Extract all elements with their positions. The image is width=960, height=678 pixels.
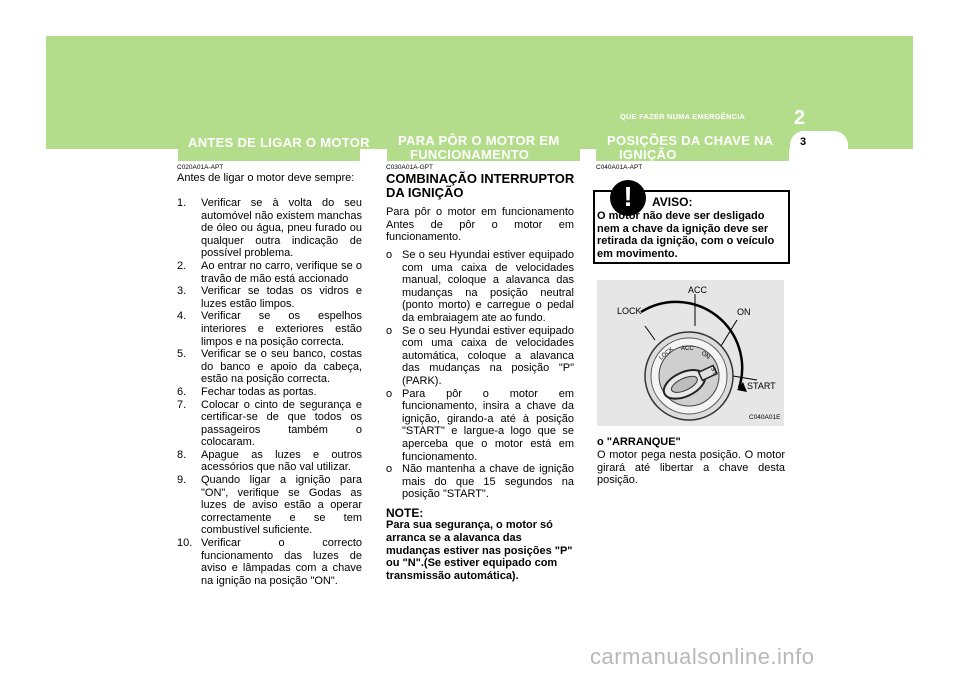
checklist-item: 4. Verificar se os espelhos interiores e … — [177, 310, 362, 348]
figure-code: C040A01E — [749, 414, 781, 421]
checklist-item: 1. Verificar se à volta do seu automóvel … — [177, 197, 362, 260]
label-start: START — [747, 381, 776, 391]
instruction-text: Se o seu Hyundai estiver equipado com um… — [402, 324, 574, 387]
instruction-item: o Não mantenha a chave de ignição mais do… — [386, 463, 574, 501]
watermark: carmanualsonline.info — [590, 644, 815, 669]
checklist-text: Verificar o correcto funcionamento das l… — [201, 537, 362, 587]
checklist-number: 7. — [177, 398, 187, 411]
checklist-item: 2. Ao entrar no carro, verifique se o tra… — [177, 260, 362, 285]
tab-start-engine-title: PARA PÔR O MOTOR EM FUNCIONAMENTO — [398, 133, 560, 162]
instruction-item: o Se o seu Hyundai estiver equipado com u… — [386, 325, 574, 388]
bullet-marker: o — [386, 463, 393, 476]
checklist-number: 5. — [177, 348, 187, 361]
page-number-tab — [790, 131, 848, 161]
checklist-text: Verificar se os espelhos interiores e ex… — [201, 310, 362, 348]
checklist-number: 9. — [177, 474, 187, 487]
checklist-text: Ao entrar no carro, verifique se o travã… — [201, 259, 362, 285]
tab-before-start-title: ANTES DE LIGAR O MOTOR — [188, 135, 370, 150]
warning-text: O motor não deve ser desligado nem a cha… — [597, 210, 775, 260]
checklist-item: 8. Apague as luzes e outros acessórios qu… — [177, 449, 362, 474]
warning-icon: ! — [610, 180, 646, 216]
bullet-marker: o — [386, 324, 393, 337]
checklist-number: 6. — [177, 385, 187, 398]
start-instructions: o Se o seu Hyundai estiver equipado com u… — [386, 249, 574, 582]
checklist-item: 9. Quando ligar a ignição para "ON", veri… — [177, 474, 362, 537]
checklist-item: 6. Fechar todas as portas. — [177, 386, 362, 399]
ignition-heading: COMBINAÇÃO INTERRUPTOR DA IGNIÇÃO — [386, 171, 575, 200]
checklist-item: 5. Verificar se o seu banco, costas do ba… — [177, 348, 362, 386]
checklist-text: Fechar todas as portas. — [201, 385, 317, 398]
col2-intro: Para pôr o motor em funcionamento Antes … — [386, 206, 574, 244]
tab-key-positions — [596, 131, 789, 161]
col3-code: C040A01A-APT — [596, 164, 643, 171]
instruction-text: Não mantenha a chave de ignição mais do … — [402, 463, 574, 501]
svg-text:ON: ON — [700, 351, 711, 361]
checklist-number: 8. — [177, 448, 187, 461]
checklist-text: Verificar se todas os vidros e luzes est… — [201, 285, 362, 310]
tab-start-engine — [387, 131, 580, 161]
svg-text:ACC: ACC — [681, 346, 694, 352]
note-title: NOTE: — [386, 505, 424, 520]
header-band — [46, 36, 913, 149]
col1-intro: Antes de ligar o motor deve sempre: — [177, 172, 355, 184]
checklist-text: Apague as luzes e outros acessórios que … — [201, 448, 362, 474]
page-number: 3 — [800, 136, 807, 148]
instruction-item: o Se o seu Hyundai estiver equipado com u… — [386, 249, 574, 325]
checklist-number: 1. — [177, 197, 187, 209]
checklist-text: Colocar o cinto de segurança e certifica… — [201, 398, 362, 449]
start-text: O motor pega nesta posição. O motor gira… — [597, 449, 785, 487]
tab-before-start — [178, 131, 360, 161]
ignition-figure: LOCK ACC ON ST ACC LOCK ON START C040A01… — [597, 280, 784, 426]
label-on: ON — [737, 307, 751, 317]
checklist-number: 4. — [177, 310, 187, 323]
ignition-switch-illustration: LOCK ACC ON ST — [640, 294, 758, 421]
tab-key-positions-title: POSIÇÕES DA CHAVE NA IGNIÇÃO — [607, 133, 774, 162]
checklist: 1. Verificar se à volta do seu automóvel … — [177, 197, 362, 587]
chapter-number: 2 — [794, 107, 806, 129]
instruction-item: o Para pôr o motor em funcionamento, insi… — [386, 388, 574, 464]
checklist-item: 7. Colocar o cinto de segurança e certifi… — [177, 399, 362, 449]
col2-code: C030A01A-GPT — [386, 164, 433, 171]
instruction-text: Para pôr o motor em funcionamento, insir… — [402, 387, 574, 463]
svg-text:ST: ST — [709, 367, 717, 377]
checklist-text: Quando ligar a ignição para "ON", verifi… — [201, 474, 362, 537]
checklist-number: 3. — [177, 285, 187, 298]
warning-title: AVISO: — [652, 195, 693, 209]
checklist-text: Verificar se o seu banco, costas do banc… — [201, 348, 362, 386]
instruction-text: Se o seu Hyundai estiver equipado com um… — [402, 249, 574, 324]
checklist-number: 10. — [177, 537, 193, 550]
label-acc: ACC — [688, 285, 708, 295]
checklist-item: 10. Verificar o correcto funcionamento da… — [177, 537, 362, 587]
checklist-text: Verificar se à volta do seu automóvel nã… — [201, 197, 362, 260]
start-heading: o "ARRANQUE" — [597, 436, 681, 448]
checklist-number: 2. — [177, 259, 187, 272]
section-title: QUE FAZER NUMA EMERGÊNCIA — [620, 112, 746, 121]
label-lock: LOCK — [617, 306, 642, 316]
note-text: Para sua segurança, o motor só arranca s… — [386, 519, 573, 582]
bullet-marker: o — [386, 249, 393, 261]
col1-code: C020A01A-APT — [177, 164, 224, 171]
checklist-item: 3. Verificar se todas os vidros e luzes e… — [177, 285, 362, 310]
bullet-marker: o — [386, 387, 393, 400]
